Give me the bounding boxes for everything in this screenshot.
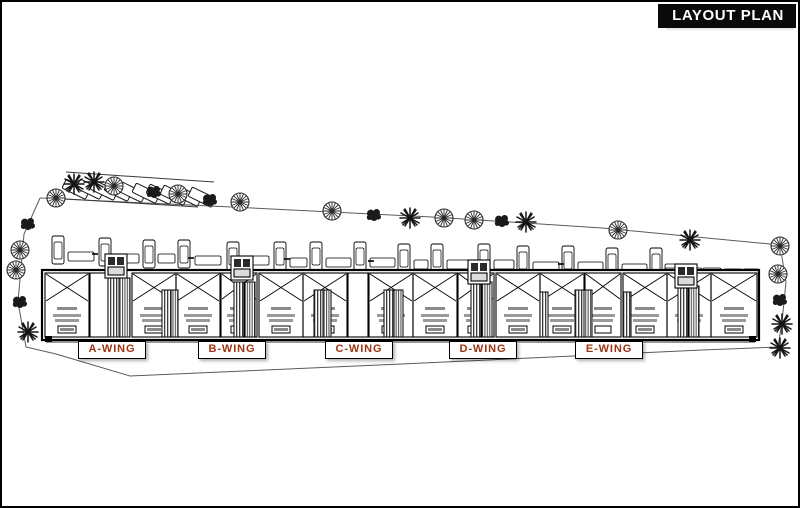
entrance-lobbies [104, 253, 698, 289]
building-footprint [40, 253, 761, 343]
page-title: LAYOUT PLAN [672, 7, 784, 24]
wing-label-b[interactable]: B-WING [198, 341, 266, 359]
wing-label-c[interactable]: C-WING [325, 341, 393, 359]
title-banner: LAYOUT PLAN [658, 4, 796, 28]
title-banner-shadow [666, 26, 794, 31]
wing-label-d[interactable]: D-WING [449, 341, 517, 359]
stair-cores [107, 277, 700, 338]
wing-label-a[interactable]: A-WING [78, 341, 146, 359]
wing-label-e[interactable]: E-WING [575, 341, 643, 359]
